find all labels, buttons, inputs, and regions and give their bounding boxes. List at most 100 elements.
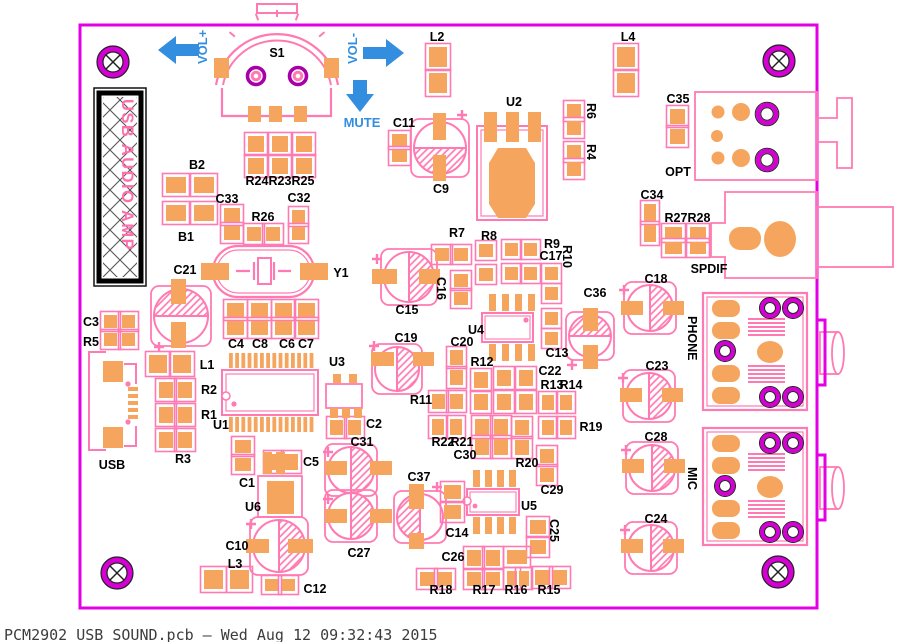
- jack-pad: [712, 457, 740, 474]
- pad-courtyard: [270, 316, 297, 340]
- pad: [260, 353, 264, 368]
- ic-u3-outline: [325, 383, 363, 409]
- jack-hole-ring: [782, 297, 804, 319]
- pad: [235, 440, 251, 453]
- jack-hole-ring: [764, 526, 776, 538]
- pad-courtyard: [537, 415, 559, 440]
- pcb-canvas[interactable]: S1L2L4C35OPTC34R27R28SPDIFC18C23C28C24C1…: [0, 0, 899, 617]
- pad-courtyard: [173, 402, 197, 428]
- pad: [545, 287, 558, 300]
- ecap-plus-mark: [323, 447, 333, 457]
- pad: [507, 550, 527, 564]
- status-bar: PCM2902 USB_SOUND.pcb — Wed Aug 12 09:32…: [0, 622, 899, 642]
- jack-hole-ring: [759, 386, 781, 408]
- pad-courtyard: [535, 463, 559, 487]
- pad: [450, 350, 463, 365]
- plain-pads: [103, 58, 685, 553]
- label-R22: R22: [432, 435, 455, 449]
- pad: [474, 372, 488, 388]
- pad: [507, 571, 517, 586]
- label-R17: R17: [473, 583, 496, 597]
- jack-box-inner: [706, 431, 804, 542]
- pad: [433, 155, 446, 181]
- jack-hole-ring: [719, 480, 731, 492]
- jack-hole-ring: [782, 386, 804, 408]
- opt-pad: [711, 151, 725, 165]
- pad: [535, 570, 549, 585]
- mute-arrow-icon: [346, 80, 374, 112]
- pad: [298, 321, 315, 335]
- pad-courtyard: [474, 239, 498, 262]
- pad: [278, 417, 283, 432]
- label-C23: C23: [646, 359, 669, 373]
- mounting-holes: [96, 44, 796, 590]
- pad: [173, 355, 191, 373]
- pad-courtyard: [514, 389, 538, 415]
- pad: [248, 106, 261, 122]
- pad: [528, 344, 535, 361]
- pad: [444, 485, 461, 499]
- pad-courtyard: [525, 515, 551, 539]
- pad: [665, 242, 682, 254]
- label-banner: USB AUDIO AMP: [118, 99, 136, 251]
- pad: [567, 104, 581, 118]
- label-L1: L1: [200, 358, 215, 372]
- pad: [497, 394, 511, 410]
- pad: [247, 417, 252, 432]
- pad: [294, 106, 307, 122]
- label-B1: B1: [178, 230, 194, 244]
- jack-hole-ring: [782, 521, 804, 543]
- pad: [159, 382, 173, 398]
- pad: [171, 322, 186, 348]
- label-SPDIF: SPDIF: [691, 262, 728, 276]
- pad: [664, 459, 685, 473]
- pad: [486, 550, 500, 566]
- pad-courtyard: [387, 145, 412, 167]
- pad: [260, 417, 264, 432]
- pad: [166, 205, 186, 221]
- pad-courtyard: [427, 389, 450, 414]
- pad-courtyard: [445, 345, 468, 370]
- pad-courtyard: [514, 365, 538, 391]
- pad: [296, 136, 312, 152]
- pad: [450, 394, 463, 409]
- pad: [690, 242, 706, 254]
- pad-courtyard: [474, 263, 498, 286]
- label-C29: C29: [541, 483, 564, 497]
- pad: [473, 470, 480, 487]
- label-U6: U6: [245, 500, 261, 514]
- jack-hole-ring: [759, 521, 781, 543]
- mounting-hole-cross: [104, 53, 122, 71]
- pad: [419, 269, 440, 284]
- pad: [349, 374, 357, 383]
- u1-notch: [221, 391, 231, 401]
- label-U5: U5: [521, 499, 537, 513]
- pad: [485, 517, 492, 534]
- label-C13: C13: [546, 346, 569, 360]
- pad-courtyard: [117, 328, 140, 351]
- pad: [506, 112, 519, 142]
- pad: [330, 408, 338, 418]
- opt-pad: [732, 149, 750, 167]
- label-C14: C14: [446, 526, 469, 540]
- pad-courtyard: [462, 545, 486, 571]
- pad: [420, 572, 434, 586]
- ecap-plus-mark: [618, 373, 628, 383]
- ecap-plus-mark: [246, 519, 256, 529]
- pad: [309, 417, 314, 432]
- label-mute: MUTE: [344, 115, 381, 130]
- jack-pad: [712, 522, 740, 539]
- pad: [670, 109, 685, 124]
- label-C21: C21: [174, 263, 197, 277]
- label-C28: C28: [645, 430, 668, 444]
- pad: [560, 395, 572, 410]
- pad: [333, 374, 341, 383]
- pad: [485, 470, 492, 487]
- mounting-hole-cross: [770, 52, 788, 70]
- jack-center-pad: [757, 476, 783, 498]
- label-C16: C16: [434, 277, 448, 300]
- pad: [298, 303, 315, 317]
- spdif-pad: [729, 227, 761, 250]
- pad: [475, 419, 489, 435]
